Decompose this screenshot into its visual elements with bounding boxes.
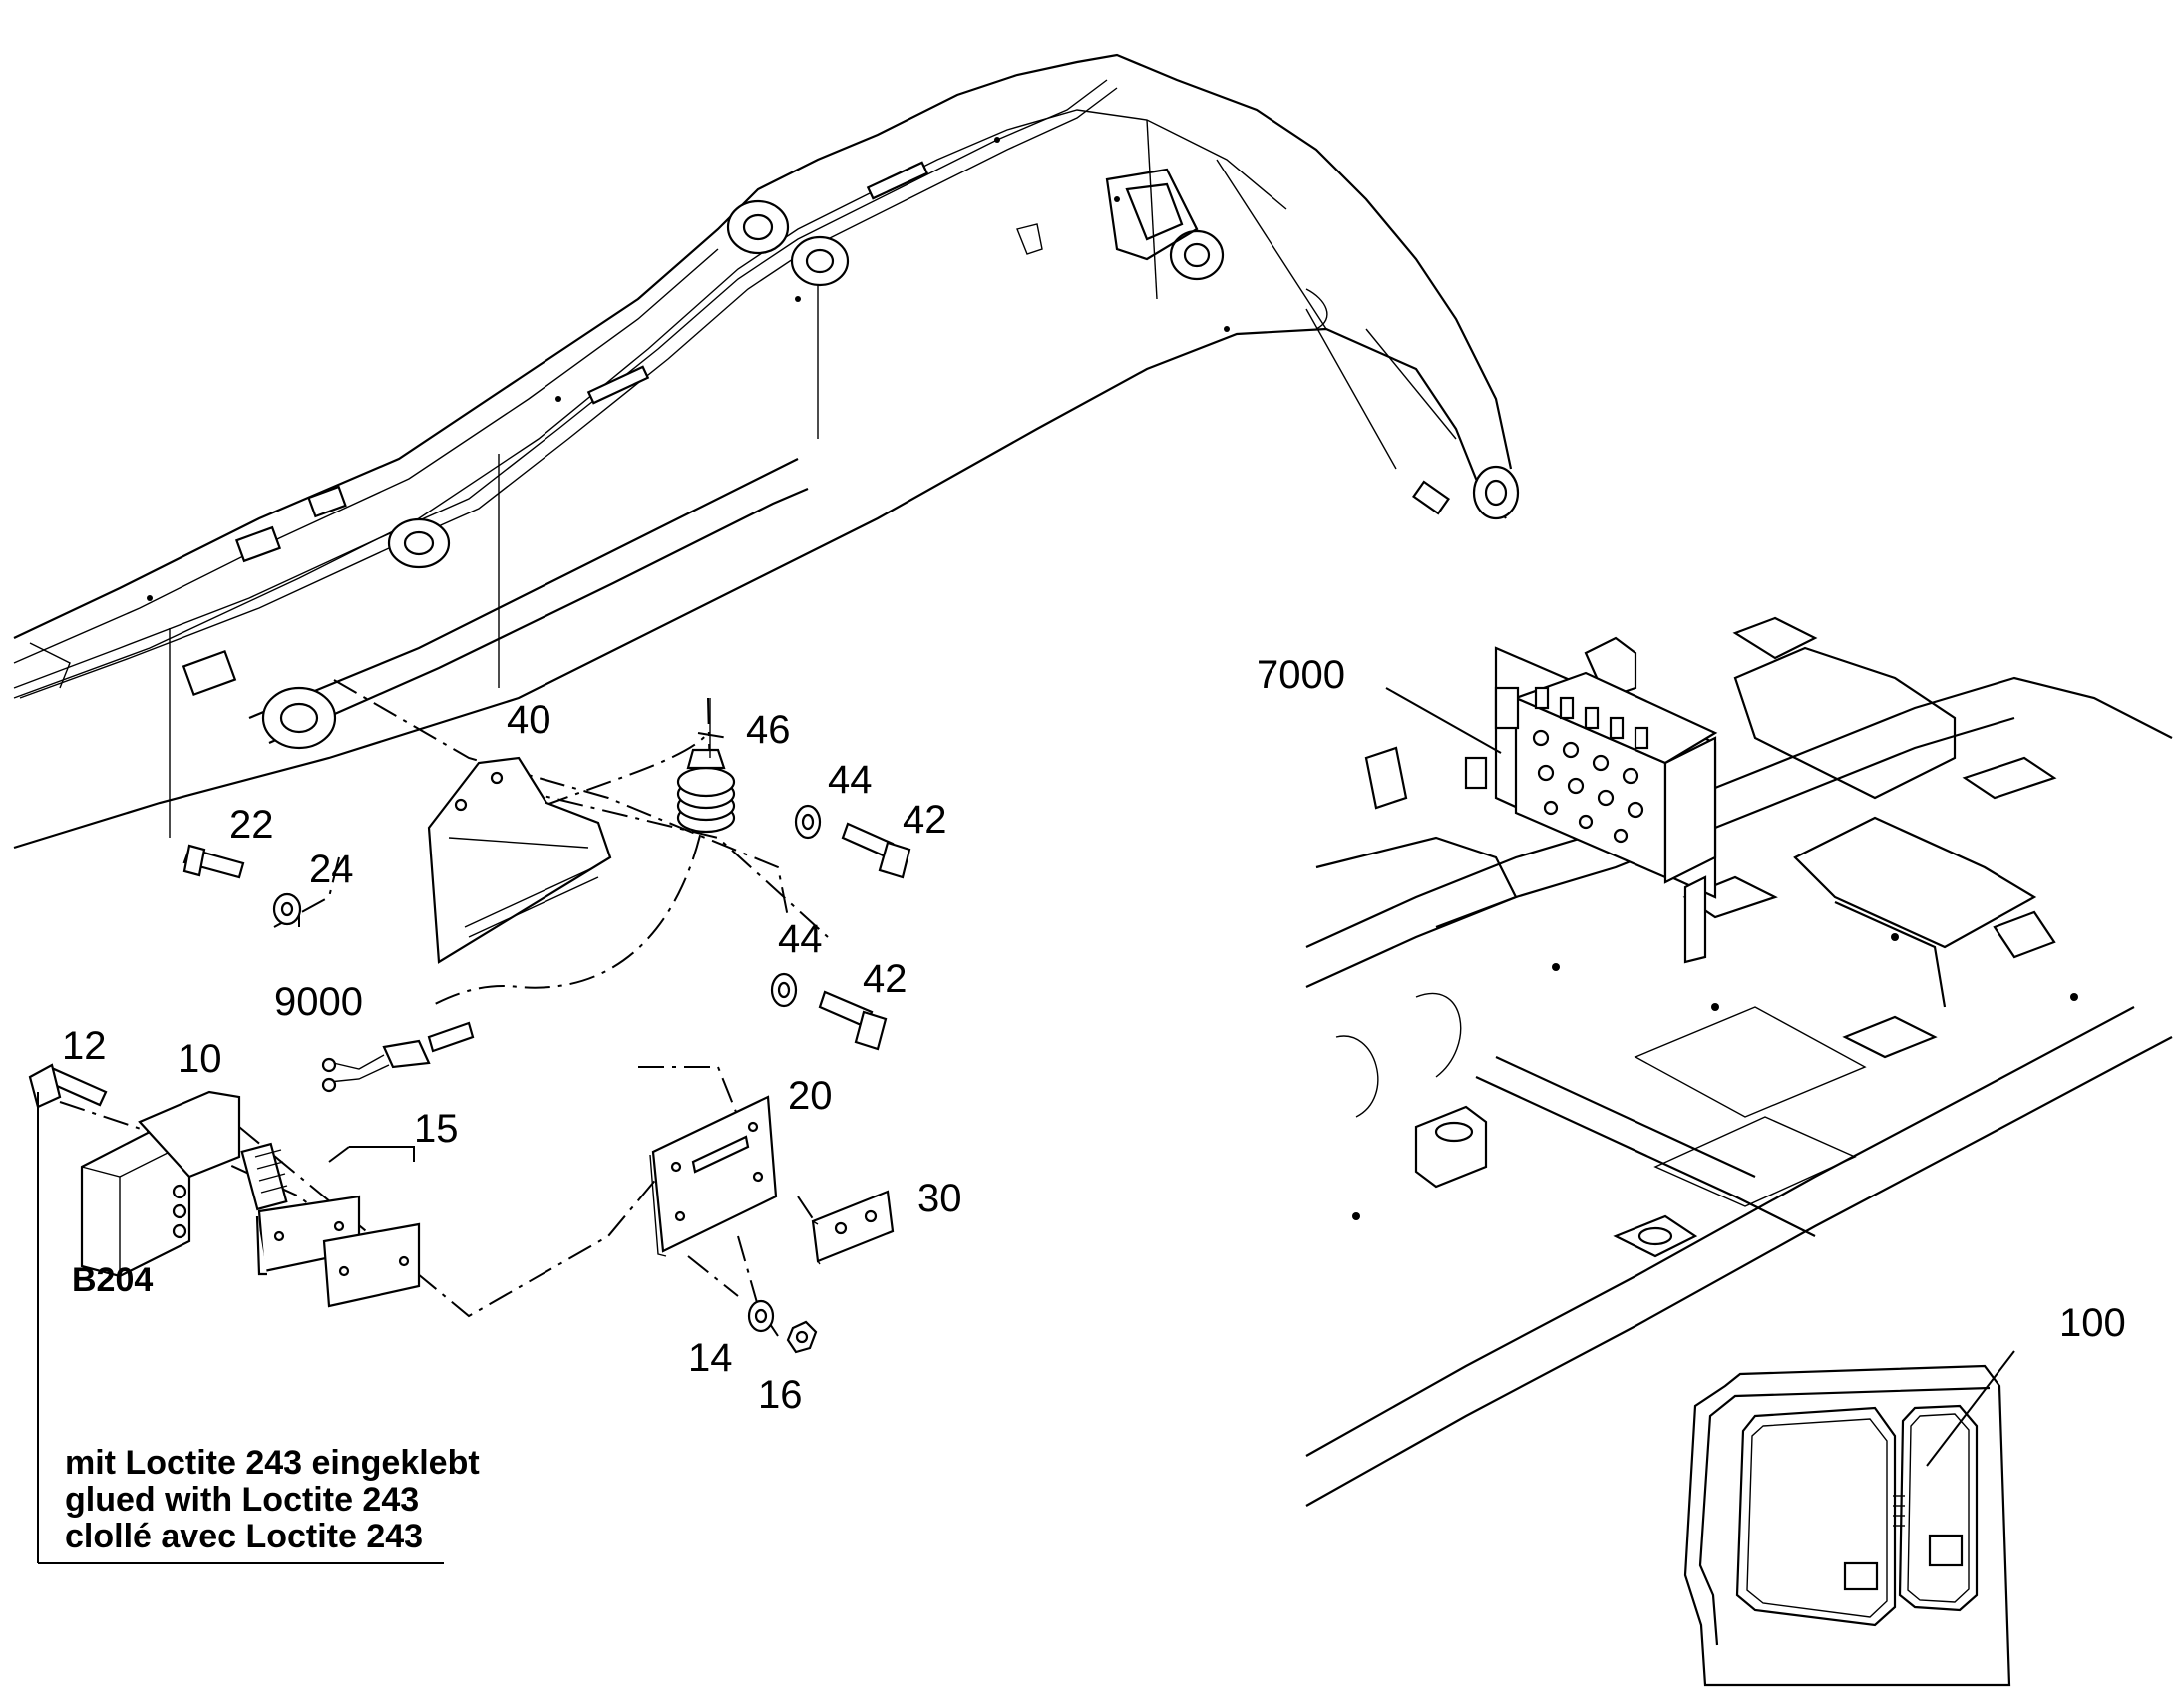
- callout-12: 12: [62, 1024, 107, 1068]
- callout-30: 30: [917, 1177, 962, 1220]
- callout-24: 24: [309, 848, 354, 891]
- note-line-3: clollé avec Loctite 243: [65, 1518, 423, 1555]
- note-line-1: mit Loctite 243 eingeklebt: [65, 1444, 480, 1482]
- callout-14: 14: [688, 1336, 733, 1380]
- callout-22: 22: [229, 803, 274, 847]
- callout-44-lower: 44: [778, 917, 823, 961]
- machine-chassis-drawing: [1305, 616, 2173, 1507]
- callout-20: 20: [788, 1074, 833, 1118]
- callout-44-upper: 44: [828, 758, 873, 802]
- sensor-mount-assembly: [28, 679, 911, 1354]
- callout-16: 16: [758, 1373, 803, 1417]
- callout-40: 40: [507, 698, 551, 742]
- cab-door-drawing: [1683, 1350, 2015, 1687]
- callout-42-lower: 42: [863, 957, 908, 1001]
- note-line-2: glued with Loctite 243: [65, 1481, 419, 1519]
- callout-10: 10: [178, 1037, 222, 1081]
- callout-46: 46: [746, 708, 791, 752]
- excavator-boom-drawing: [13, 53, 1520, 850]
- component-label-b204: B204: [72, 1261, 153, 1299]
- note-leader: [37, 1092, 444, 1564]
- callout-9000: 9000: [274, 980, 363, 1024]
- callout-100: 100: [2059, 1301, 2126, 1345]
- callout-7000: 7000: [1257, 653, 1345, 697]
- valve-block-fittings: [1464, 686, 1649, 844]
- callout-labels: 7000 40 46 44 42 22 24 44 42 9000 12 10 …: [62, 653, 2126, 1555]
- callout-15: 15: [414, 1107, 459, 1151]
- callout-42-upper: 42: [903, 798, 947, 842]
